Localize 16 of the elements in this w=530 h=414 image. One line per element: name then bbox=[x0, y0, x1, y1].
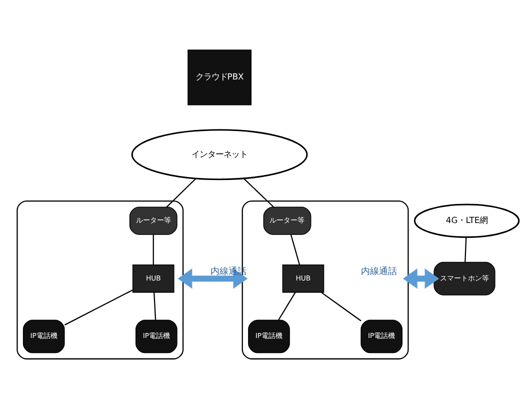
connector bbox=[152, 234, 154, 264]
connector bbox=[321, 291, 362, 321]
arrow bbox=[402, 268, 440, 288]
cluster bbox=[16, 200, 184, 359]
connector bbox=[166, 178, 196, 207]
edge-label: 内線通話 bbox=[360, 266, 397, 276]
node-ellipse: 4G・LTE網 bbox=[414, 203, 520, 238]
connector bbox=[278, 292, 296, 320]
connector bbox=[154, 292, 156, 320]
connector bbox=[243, 178, 274, 207]
connector bbox=[464, 236, 467, 262]
connector bbox=[290, 234, 300, 265]
node-box: クラウドPBX bbox=[188, 49, 252, 105]
connector bbox=[64, 288, 134, 325]
arrow bbox=[178, 268, 248, 288]
node-ellipse: インターネット bbox=[131, 128, 308, 180]
